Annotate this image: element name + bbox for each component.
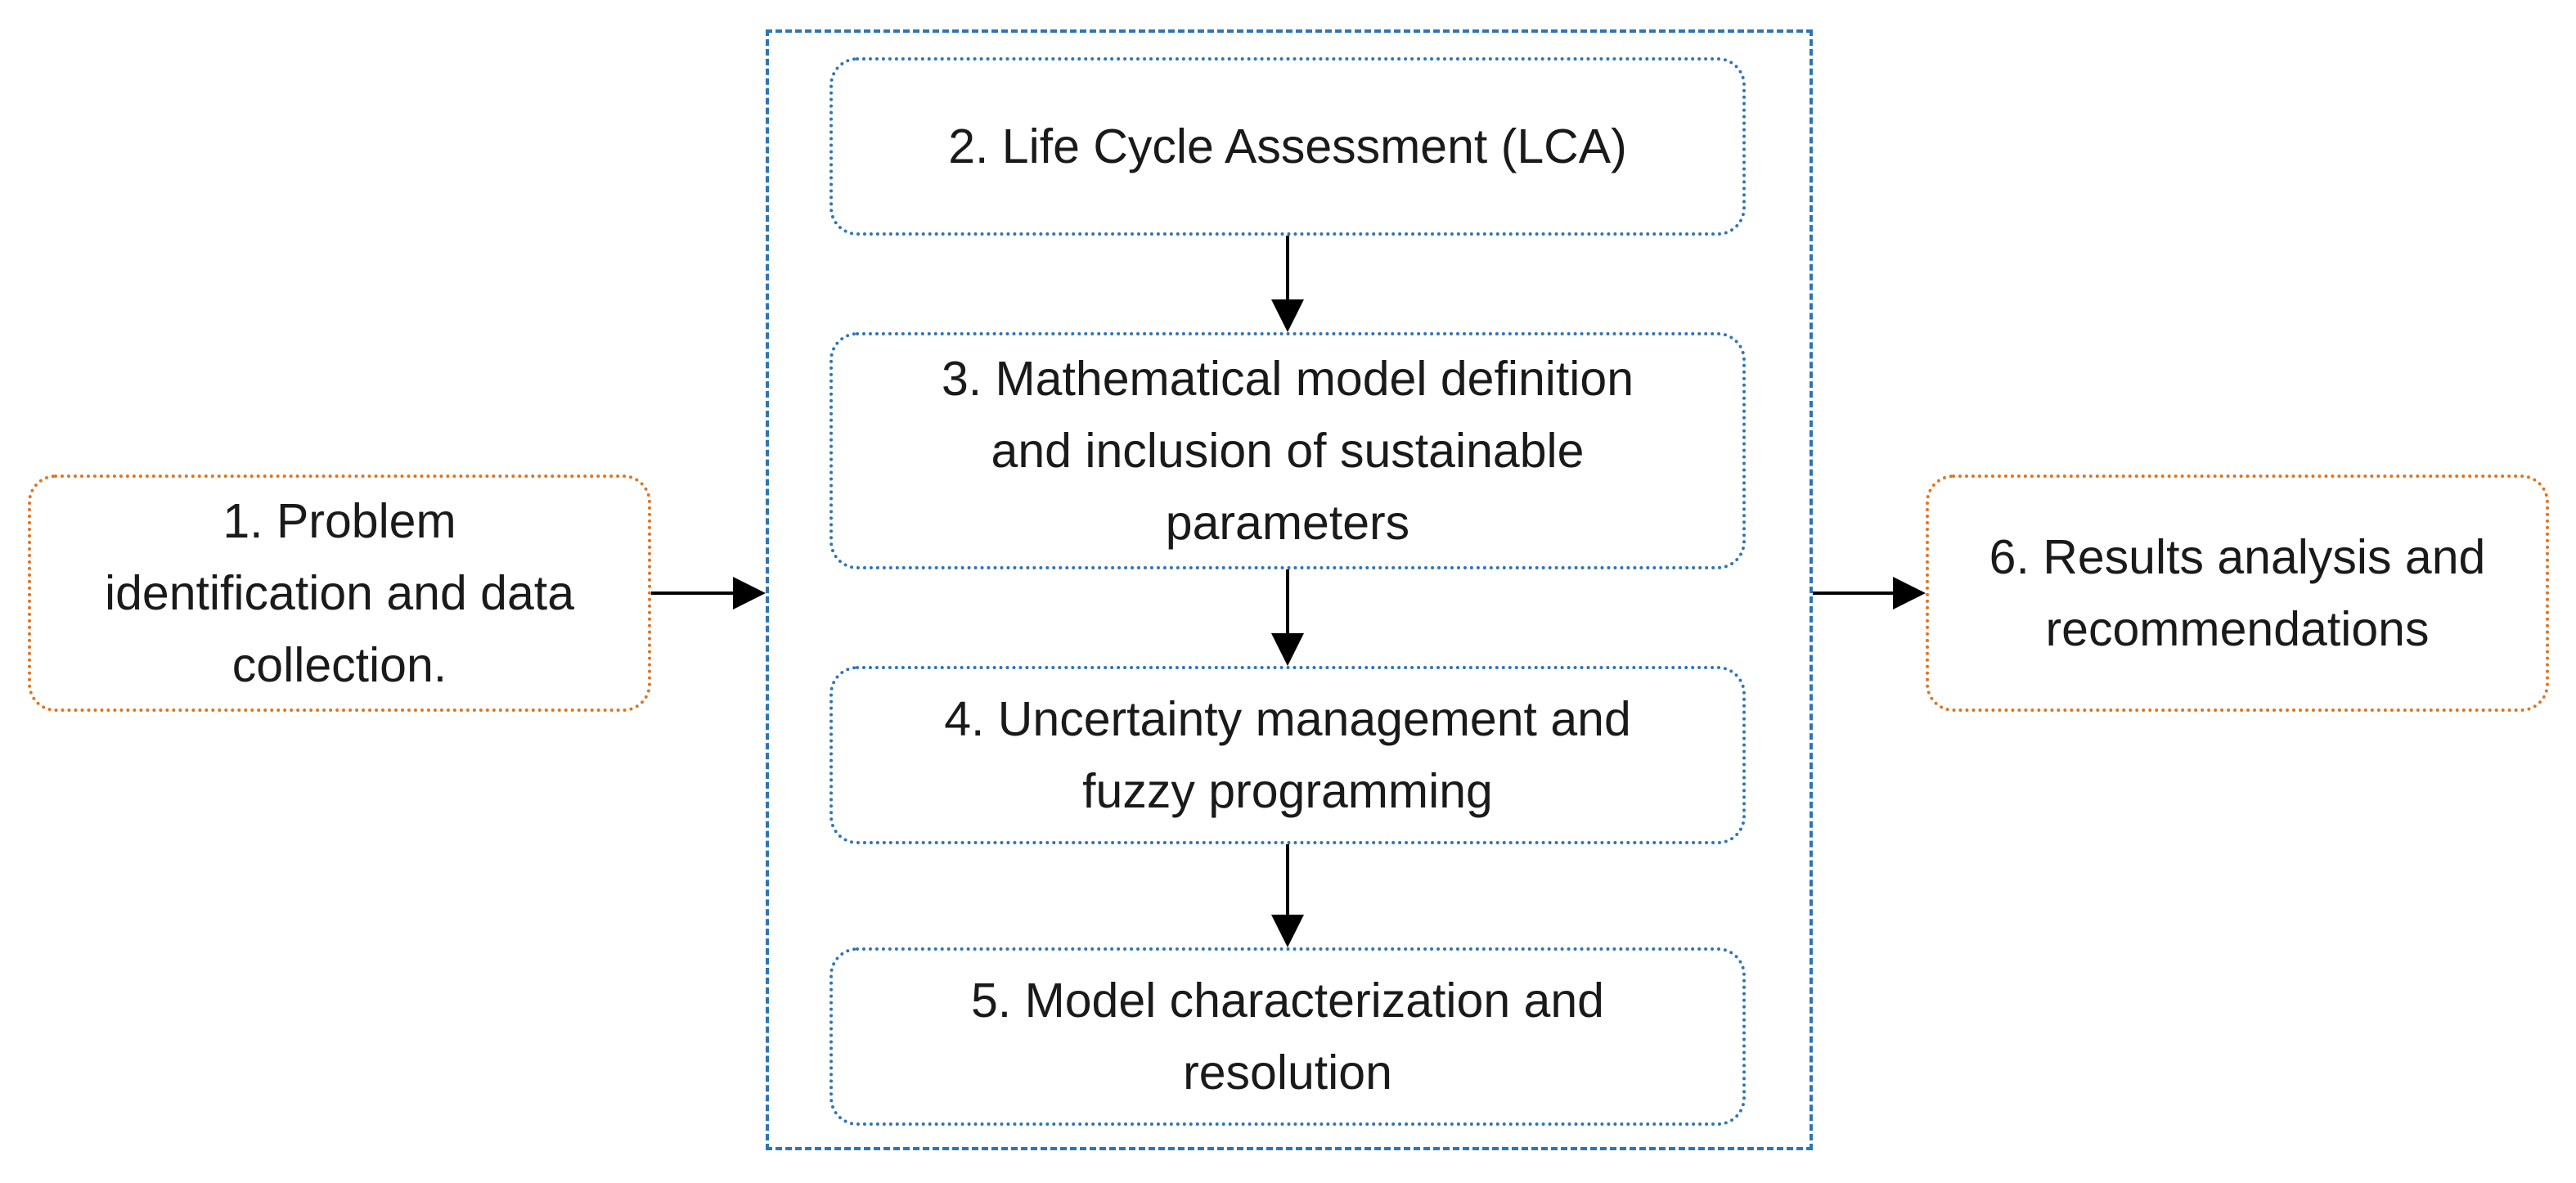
- step-3-label: 3. Mathematical model definition and inc…: [941, 352, 1634, 550]
- step-4-label: 4. Uncertainty management and fuzzy prog…: [944, 692, 1631, 818]
- step-2-label: 2. Life Cycle Assessment (LCA): [948, 119, 1627, 173]
- step-3-mathematical-model-node: 3. Mathematical model definition and inc…: [829, 332, 1746, 569]
- step-6-results-analysis-node: 6. Results analysis and recommendations: [1926, 475, 2549, 712]
- step-2-lca-node: 2. Life Cycle Assessment (LCA): [829, 57, 1746, 236]
- process-group-frame: [766, 29, 1813, 1150]
- step-4-uncertainty-management-node: 4. Uncertainty management and fuzzy prog…: [829, 666, 1746, 844]
- step-5-model-characterization-node: 5. Model characterization and resolution: [829, 947, 1746, 1126]
- step-1-problem-identification-node: 1. Problem identification and data colle…: [28, 475, 651, 712]
- step-5-label: 5. Model characterization and resolution: [970, 974, 1604, 1100]
- step-6-label: 6. Results analysis and recommendations: [1989, 530, 2486, 656]
- step-1-label: 1. Problem identification and data colle…: [104, 494, 575, 692]
